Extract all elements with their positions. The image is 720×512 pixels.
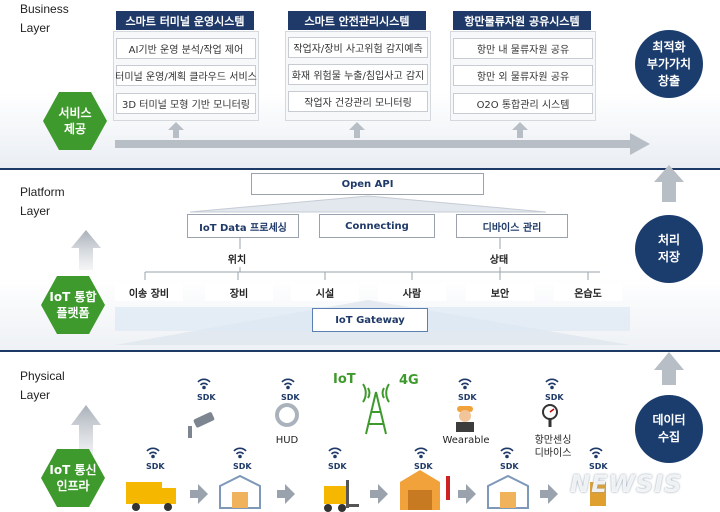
business-layer-label: Business Layer bbox=[20, 2, 69, 35]
sdk-label: SDK bbox=[233, 462, 252, 471]
sdk-label: SDK bbox=[414, 462, 433, 471]
business-platform-divider bbox=[0, 168, 720, 170]
service-item: 작업자 건강관리 모니터링 bbox=[288, 91, 428, 112]
status-label: 상태 bbox=[467, 249, 531, 267]
data-circle: 데이터 수집 bbox=[635, 395, 703, 463]
sdk-label: SDK bbox=[500, 462, 519, 471]
connecting-box: Connecting bbox=[319, 214, 435, 238]
category-item: 사람 bbox=[378, 283, 446, 301]
service-title-2: 스마트 안전관리시스템 bbox=[288, 11, 426, 30]
service-item: 3D 터미널 모형 기반 모니터링 bbox=[116, 93, 256, 114]
network-4g-label: 4G bbox=[399, 373, 419, 388]
sdk-label: SDK bbox=[197, 393, 216, 402]
iot-gateway-box: IoT Gateway bbox=[312, 308, 428, 332]
iot-data-processing-box: IoT Data 프로세싱 bbox=[187, 214, 299, 238]
hud-label: HUD bbox=[275, 435, 299, 446]
wifi-icons bbox=[126, 378, 606, 512]
service-title-3: 항만물류자원 공유시스템 bbox=[453, 11, 591, 30]
port-sensing-device-label: 항만센싱 디바이스 bbox=[534, 435, 572, 459]
platform-physical-divider bbox=[0, 350, 720, 352]
watermark: NEWSIS bbox=[570, 470, 683, 498]
service-item: 작업자/장비 사고위험 감지예측 bbox=[288, 37, 428, 58]
location-label: 위치 bbox=[205, 249, 269, 267]
service-item: 화재 위험물 누출/침입사고 감지 bbox=[288, 64, 428, 85]
sdk-label: SDK bbox=[458, 393, 477, 402]
iot-label: IoT bbox=[333, 372, 356, 387]
wearable-label: Wearable bbox=[442, 435, 490, 446]
sdk-label: SDK bbox=[545, 393, 564, 402]
category-item: 이송 장비 bbox=[115, 283, 183, 301]
service-item: 터미널 운영/계획 클라우드 서비스 bbox=[115, 65, 257, 86]
category-item: 보안 bbox=[466, 283, 534, 301]
service-item: 항만 외 물류자원 공유 bbox=[453, 65, 593, 86]
physical-layer-label: Physical Layer bbox=[20, 369, 65, 402]
category-item: 온습도 bbox=[554, 283, 622, 301]
category-item: 시설 bbox=[291, 283, 359, 301]
sdk-label: SDK bbox=[146, 462, 165, 471]
sdk-label: SDK bbox=[589, 462, 608, 471]
open-api-box: Open API bbox=[251, 173, 484, 195]
service-item: O2O 통합관리 시스템 bbox=[453, 93, 593, 114]
sdk-label: SDK bbox=[281, 393, 300, 402]
service-item: 항만 내 물류자원 공유 bbox=[453, 38, 593, 59]
service-title-1: 스마트 터미널 운영시스템 bbox=[116, 11, 254, 30]
service-item: AI기반 운영 분석/작업 제어 bbox=[116, 38, 256, 59]
category-item: 장비 bbox=[205, 283, 273, 301]
platform-layer-label: Platform Layer bbox=[20, 185, 65, 218]
process-circle: 처리 저장 bbox=[635, 215, 703, 283]
value-circle: 최적화 부가가치 창출 bbox=[635, 30, 703, 98]
sdk-label: SDK bbox=[328, 462, 347, 471]
device-management-box: 디바이스 관리 bbox=[456, 214, 568, 238]
